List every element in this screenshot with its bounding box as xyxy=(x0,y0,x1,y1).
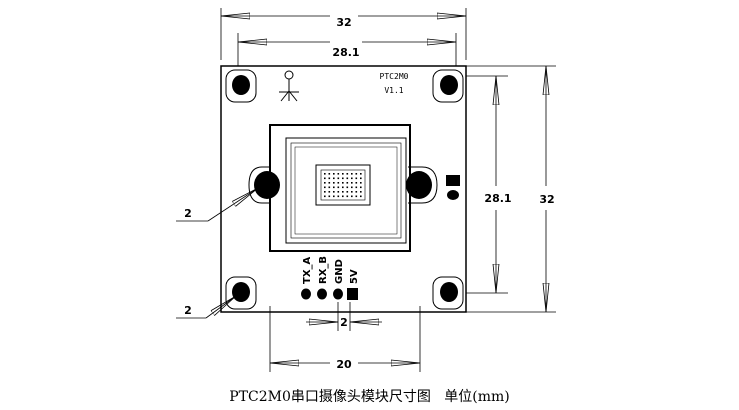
svg-text:20: 20 xyxy=(336,358,352,371)
pin-pad xyxy=(301,288,311,300)
lens-holder-inner xyxy=(285,137,407,244)
pin-label: GND xyxy=(334,259,345,284)
dimension-hole-spacing-x: 28.1 xyxy=(237,33,457,66)
lens-holder-ear-right xyxy=(406,166,438,204)
pin-pad xyxy=(333,288,343,300)
svg-text:28.1: 28.1 xyxy=(332,46,359,59)
svg-text:2: 2 xyxy=(184,304,192,317)
pin-pad-square xyxy=(347,288,358,300)
smd-led xyxy=(447,190,459,200)
svg-text:2: 2 xyxy=(340,316,348,329)
dimension-hole-spacing-y: 28.1 xyxy=(466,75,512,294)
dimension-pin-span: 20 xyxy=(269,306,421,372)
smd-component xyxy=(446,175,460,186)
dimension-overall-height: 32 xyxy=(466,65,556,313)
svg-text:32: 32 xyxy=(336,16,351,29)
mounting-hole-top-right xyxy=(432,69,464,103)
mounting-hole-bottom-right xyxy=(432,276,464,310)
svg-text:32: 32 xyxy=(539,193,554,206)
dimension-overall-width: 32 xyxy=(220,8,467,60)
pin-label: RX_B xyxy=(318,256,329,284)
orientation-person-icon xyxy=(279,70,299,102)
pin-label: TX_A xyxy=(302,256,313,284)
mounting-hole-bottom-left xyxy=(225,276,257,310)
svg-text:28.1: 28.1 xyxy=(484,192,511,205)
lens-holder-ear-left xyxy=(248,166,280,204)
pin-pad xyxy=(317,288,327,300)
dimension-pin-pitch: 2 xyxy=(306,302,382,331)
leader-hole-diameter-bottom-left: 2 xyxy=(176,296,236,319)
board-model: PTC2M0 xyxy=(380,72,409,81)
image-sensor xyxy=(315,164,371,206)
svg-text:2: 2 xyxy=(184,207,192,220)
leader-hole-diameter-left: 2 xyxy=(176,188,258,222)
pcb-outline xyxy=(220,65,467,313)
lens-holder-outer xyxy=(269,124,411,252)
mounting-hole-top-left xyxy=(225,69,257,103)
drawing-caption: PTC2M0串口摄像头模块尺寸图 单位(mm) xyxy=(229,389,510,405)
pin-label: 5V xyxy=(349,269,360,284)
board-version: V1.1 xyxy=(384,86,403,95)
